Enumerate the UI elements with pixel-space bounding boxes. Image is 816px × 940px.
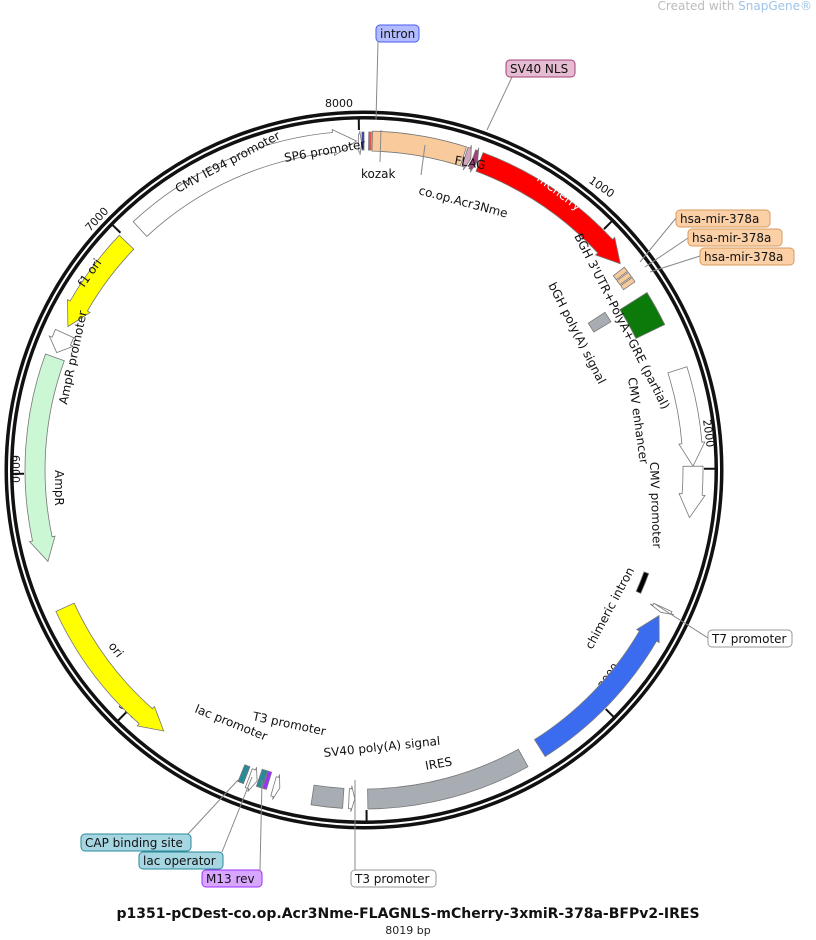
features	[24, 128, 706, 812]
tick-marks: 10002000300040005000600070008000	[9, 97, 717, 821]
lead-mir-1	[639, 217, 677, 263]
label-sv40-polya: SV40 poly(A) signal	[323, 734, 441, 760]
callout-hsa-mir-378a-2[interactable]: hsa-mir-378a	[687, 228, 783, 247]
label-acr3nme: co.op.Acr3Nme	[417, 183, 509, 220]
lead-cap	[187, 779, 239, 835]
credit-prefix: Created with	[657, 0, 735, 13]
label-cmv-enhancer: CMV enhancer	[625, 376, 651, 464]
callout-mir-label: hsa-mir-378a	[704, 250, 783, 264]
label-ori: ori	[106, 639, 127, 660]
feature-flag[interactable]	[461, 145, 472, 171]
label-cmv-promoter: CMV promoter	[647, 462, 664, 549]
callout-cap-binding-site[interactable]: CAP binding site	[80, 833, 192, 852]
feature-lac-operator[interactable]	[255, 768, 269, 789]
callout-mir-label: hsa-mir-378a	[692, 231, 771, 245]
label-ampr-promoter: AmpR promoter	[56, 309, 90, 405]
tick-label: 6000	[9, 455, 22, 483]
feature-sv40-poly-a-signal[interactable]	[310, 784, 345, 809]
feature-hsa-mir-378a[interactable]	[620, 276, 636, 291]
tick-mark	[605, 708, 615, 718]
callout-t7-label: T7 promoter	[711, 632, 787, 646]
feature-ampr[interactable]	[24, 353, 65, 563]
callout-m13-rev[interactable]: M13 rev	[201, 869, 263, 888]
backbone-outer	[4, 110, 724, 830]
callout-mir-label: hsa-mir-378a	[680, 212, 759, 226]
feature-hsa-mir-378a[interactable]	[612, 266, 629, 281]
callout-t7-promoter[interactable]: T7 promoter	[707, 629, 793, 648]
label-ampr: AmpR	[52, 470, 66, 506]
feature-cmv-promoter[interactable]	[678, 465, 706, 519]
backbone-gap	[8, 114, 720, 826]
lead-t7	[654, 603, 709, 639]
feature-chimeric-intron[interactable]	[635, 571, 650, 594]
feature-mtagbfp2[interactable]	[533, 614, 660, 758]
lead-mir-2	[644, 237, 689, 268]
callout-intron[interactable]: intron	[375, 24, 420, 43]
callout-sv40-nls[interactable]: SV40 NLS	[505, 59, 576, 78]
callout-lac-operator[interactable]: lac operator	[138, 851, 224, 870]
lead-lac-operator	[221, 776, 253, 853]
tick-label: 2000	[700, 419, 717, 449]
lead-intron	[375, 41, 379, 121]
callout-intron-label: intron	[380, 27, 415, 41]
tick-mark	[111, 224, 122, 234]
plasmid-length: 8019 bp	[385, 924, 431, 937]
lead-kozak	[379, 129, 382, 163]
label-kozak: kozak	[361, 167, 396, 181]
plasmid-title: p1351-pCDest-co.op.Acr3Nme-FLAGNLS-mCher…	[116, 906, 700, 922]
callout-cap-label: CAP binding site	[85, 836, 183, 850]
tick-label: 8000	[325, 97, 353, 110]
callout-t3-promoter[interactable]: T3 promoter	[350, 869, 437, 888]
lead-mir-3	[649, 255, 701, 273]
label-bgh-polya: bGH poly(A) signal	[545, 280, 608, 386]
callout-leads	[187, 41, 709, 871]
feature-intron[interactable]	[361, 131, 365, 151]
callout-lac-op-label: lac operator	[143, 854, 216, 868]
callout-hsa-mir-378a-3[interactable]: hsa-mir-378a	[699, 247, 795, 266]
label-ires: IRES	[424, 754, 453, 772]
lead-sv40-nls	[486, 76, 513, 131]
snapgene-credit: Created with SnapGene®	[658, 0, 812, 13]
feature-mcherry[interactable]	[475, 152, 621, 265]
lead-m13	[259, 779, 263, 871]
callout-t3-label: T3 promoter	[354, 872, 430, 886]
feature-kozak[interactable]	[368, 131, 372, 151]
feature-hsa-mir-378a[interactable]	[616, 271, 632, 286]
feature-bgh-3-utr-polya-gre-partial[interactable]	[619, 292, 666, 340]
feature-sp6-promoter[interactable]	[358, 130, 363, 156]
credit-brand: SnapGene®	[738, 0, 812, 13]
feature-cmv-ie94-promoter[interactable]	[132, 128, 358, 237]
feature-sv40-nls[interactable]	[468, 147, 480, 173]
feature-ori[interactable]	[55, 602, 165, 732]
feature-t7-promoter[interactable]	[649, 602, 674, 616]
feature-ampr-promoter[interactable]	[48, 328, 75, 354]
feature-co-op-acr3nme[interactable]	[371, 130, 468, 167]
feature-t3-promoter[interactable]	[270, 774, 281, 800]
label-chimeric-intron: chimeric intron	[582, 565, 637, 652]
callout-m13-label: M13 rev	[206, 872, 255, 886]
feature-f1-ori[interactable]	[67, 234, 135, 328]
feature-cmv-enhancer[interactable]	[667, 366, 706, 468]
tick-mark	[117, 711, 127, 722]
plasmid-backbone	[4, 110, 724, 830]
feature-cap-binding-site[interactable]	[237, 764, 251, 785]
tick-mark	[603, 220, 613, 230]
callout-hsa-mir-378a-1[interactable]: hsa-mir-378a	[675, 209, 771, 228]
feature-m13-rev[interactable]	[262, 770, 273, 790]
callout-sv40-nls-label: SV40 NLS	[510, 62, 568, 76]
label-flag: FLAG	[453, 153, 486, 172]
lead-acr3	[420, 144, 426, 176]
feature-t3-promoter[interactable]	[348, 785, 356, 812]
feature-bgh-poly-a-signal[interactable]	[587, 311, 612, 333]
feature-ires[interactable]	[367, 748, 529, 810]
